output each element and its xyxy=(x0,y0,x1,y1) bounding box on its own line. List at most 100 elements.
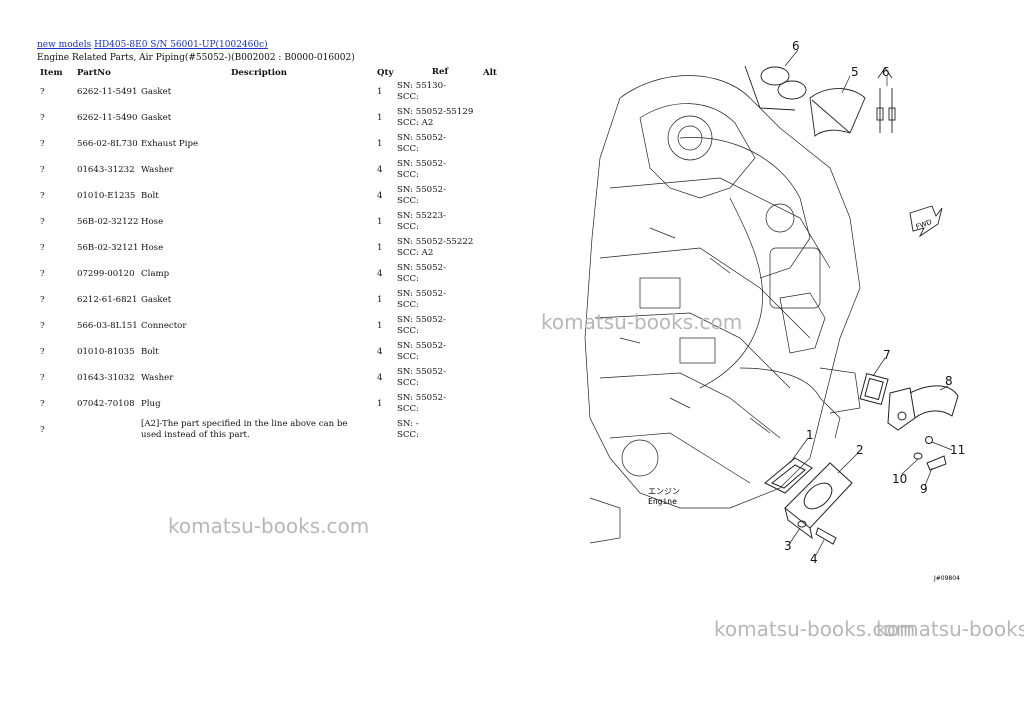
breadcrumb-link-model[interactable]: HD405-8E0 S/N 56001-UP(1002460c) xyxy=(94,40,268,50)
row-ref-scc: SCC: xyxy=(397,300,419,310)
row-partno: 56B-02-32121 xyxy=(77,243,139,253)
row-ref: SN: 55223-SCC: xyxy=(397,209,483,235)
row-item: ? xyxy=(40,113,45,123)
row-ref-scc: SCC: xyxy=(397,170,419,180)
row-ref-scc: SCC: xyxy=(397,222,419,232)
row-alt xyxy=(483,209,513,235)
callout-2: 2 xyxy=(856,443,864,457)
header-description: Description xyxy=(230,67,287,78)
row-item: ? xyxy=(40,139,45,149)
row-ref-scc: SCC: xyxy=(397,274,419,284)
row-qty: 1 xyxy=(377,113,383,123)
row-ref-sn: SN: 55223- xyxy=(397,211,446,221)
row-ref-scc: SCC: xyxy=(397,404,419,414)
header-ref: Ref xyxy=(431,67,449,77)
row-description: Gasket xyxy=(141,87,172,97)
row-ref-scc: SCC: xyxy=(397,326,419,336)
row-ref: SN: 55052-SCC: xyxy=(397,365,483,391)
row-item: ? xyxy=(40,191,45,201)
row-alt xyxy=(483,365,513,391)
callout-10: 10 xyxy=(892,472,907,486)
gasket-part-7 xyxy=(859,372,889,406)
row-ref: SN: 55052-SCC: xyxy=(397,157,483,183)
row-partno: 6262-11-5490 xyxy=(77,113,138,123)
row-description: Exhaust Pipe xyxy=(141,139,199,149)
row-ref-sn: SN: 55052- xyxy=(397,185,446,195)
row-description: Washer xyxy=(141,165,174,175)
row-qty: 4 xyxy=(377,165,383,175)
row-ref-scc: SCC: xyxy=(397,378,419,388)
row-item: ? xyxy=(40,243,45,253)
header-qty: Qty xyxy=(377,67,394,78)
callout-5: 5 xyxy=(851,65,859,79)
engine-label-jp: エンジン xyxy=(648,487,680,496)
row-partno: 07042-70108 xyxy=(77,399,135,409)
row-item: ? xyxy=(40,321,45,331)
row-partno: 01010-E1235 xyxy=(77,191,136,201)
table-header-row: Item PartNo Description Qty Ref Alt xyxy=(30,66,513,79)
row-ref: SN: 55052-SCC: xyxy=(397,261,483,287)
row-alt xyxy=(483,261,513,287)
row-item: ? xyxy=(40,295,45,305)
row-item: ? xyxy=(40,425,45,435)
row-qty: 4 xyxy=(377,373,383,383)
row-ref-sn: SN: 55130- xyxy=(397,81,446,91)
row-ref-scc: SCC: xyxy=(397,196,419,206)
row-ref: SN: 55130-SCC: xyxy=(397,79,483,105)
row-alt xyxy=(483,391,513,417)
breadcrumb-link-new-models[interactable]: new models xyxy=(37,40,92,50)
row-ref-sn: SN: 55052- xyxy=(397,315,446,325)
row-ref-sn: SN: 55052-55129 xyxy=(397,107,474,117)
callout-8: 8 xyxy=(945,374,953,388)
row-item: ? xyxy=(40,347,45,357)
row-ref-scc: SCC: A2 xyxy=(397,118,434,128)
row-alt xyxy=(483,339,513,365)
callout-7: 7 xyxy=(883,348,891,362)
row-ref: SN: -SCC: xyxy=(397,417,483,443)
row-qty: 1 xyxy=(377,243,383,253)
row-description: Connector xyxy=(141,321,187,331)
row-ref-scc: SCC: xyxy=(397,144,419,154)
row-ref: SN: 55052-SCC: xyxy=(397,287,483,313)
row-ref-sn: SN: 55052- xyxy=(397,393,446,403)
watermark: komatsu-books.com xyxy=(541,310,743,334)
row-partno: 56B-02-32122 xyxy=(77,217,139,227)
row-description: Hose xyxy=(141,217,164,227)
callout-9: 9 xyxy=(920,482,928,496)
bolts-washers xyxy=(797,436,947,545)
row-item: ? xyxy=(40,399,45,409)
table-row: ? 01010-E1235 Bolt 4 SN: 55052-SCC: xyxy=(30,183,513,209)
row-description: Hose xyxy=(141,243,164,253)
gasket-part-1 xyxy=(764,457,813,494)
row-alt xyxy=(483,235,513,261)
leader-lines xyxy=(784,49,953,556)
row-ref-sn: SN: 55052- xyxy=(397,341,446,351)
row-qty: 4 xyxy=(377,191,383,201)
row-ref-sn: SN: - xyxy=(397,419,419,429)
row-partno: 566-03-8L151 xyxy=(77,321,138,331)
row-item: ? xyxy=(40,165,45,175)
callout-11: 11 xyxy=(950,443,965,457)
row-alt xyxy=(483,313,513,339)
row-qty: 1 xyxy=(377,217,383,227)
row-qty: 1 xyxy=(377,295,383,305)
row-description: Washer xyxy=(141,373,174,383)
row-alt xyxy=(483,105,513,131)
row-description: Gasket xyxy=(141,295,172,305)
row-description: Bolt xyxy=(141,191,159,201)
parts-table: Item PartNo Description Qty Ref Alt ?626… xyxy=(30,66,513,443)
row-description: Plug xyxy=(141,399,161,409)
row-partno: 01010-81035 xyxy=(77,347,135,357)
row-ref: SN: 55052-SCC: xyxy=(397,131,483,157)
row-qty: 1 xyxy=(377,321,383,331)
row-ref-sn: SN: 55052-55222 xyxy=(397,237,474,247)
table-row: ?[A2]-The part specified in the line abo… xyxy=(30,417,513,443)
